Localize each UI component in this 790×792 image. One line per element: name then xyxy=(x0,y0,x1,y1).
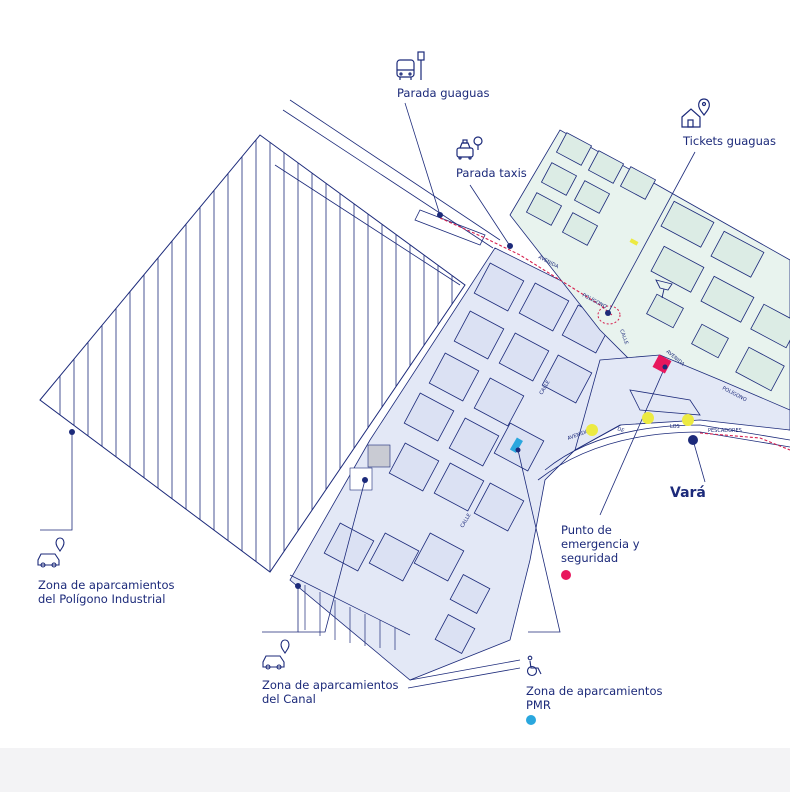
label-bus-tickets: Tickets guaguas xyxy=(683,134,776,148)
taxi-icon xyxy=(456,136,483,160)
upper-road xyxy=(282,99,501,249)
yellow-marker-2[interactable] xyxy=(642,412,654,424)
label-industrial-parking-line1: Zona de aparcamientos xyxy=(38,578,175,592)
street-calle-1: CALLE xyxy=(618,329,629,346)
tickets-area-highlight xyxy=(597,305,621,325)
street-de: DE xyxy=(616,426,625,434)
label-emergency: Punto de emergencia y seguridad xyxy=(561,523,640,565)
label-emergency-line3: seguridad xyxy=(561,551,619,565)
bus-stop-marker[interactable] xyxy=(437,212,443,218)
label-canal-parking-line2: del Canal xyxy=(262,692,316,706)
pmr-dot xyxy=(515,447,521,453)
wheelchair-icon xyxy=(526,655,542,677)
pmr-marker[interactable] xyxy=(509,437,523,454)
bottom-band xyxy=(0,748,790,792)
label-canal-parking-line1: Zona de aparcamientos xyxy=(262,678,399,692)
yellow-marker-1[interactable] xyxy=(586,424,598,436)
leader-lines xyxy=(40,102,706,633)
label-vara: Vará xyxy=(670,485,706,501)
emergency-legend-dot xyxy=(561,570,571,580)
label-emergency-line1: Punto de xyxy=(561,523,612,537)
bus-tickets-marker[interactable] xyxy=(605,310,611,316)
car-pin-icon xyxy=(37,537,65,568)
street-los: LOS xyxy=(670,424,680,430)
car-pin-icon-canal xyxy=(262,639,290,670)
home-pin-icon xyxy=(681,98,710,128)
label-emergency-line2: emergencia y xyxy=(561,537,640,551)
monument-icon xyxy=(655,279,673,299)
urban-area-left xyxy=(289,247,641,681)
yellow-marker-3[interactable] xyxy=(682,414,694,426)
emergency-dot xyxy=(662,364,668,370)
label-taxi-stop: Parada taxis xyxy=(456,166,527,180)
label-pmr-parking-line2: PMR xyxy=(526,698,551,712)
label-pmr-parking: Zona de aparcamientos PMR xyxy=(526,684,662,712)
urban-area-right xyxy=(509,129,790,431)
label-bus-stop: Parada guaguas xyxy=(397,86,490,100)
taxi-stop-marker[interactable] xyxy=(507,243,513,249)
label-industrial-parking: Zona de aparcamientos del Polígono Indus… xyxy=(38,578,174,606)
label-canal-parking: Zona de aparcamientos del Canal xyxy=(262,678,398,706)
pmr-legend-dot xyxy=(526,715,536,725)
canal-parking-marker-2[interactable] xyxy=(362,477,368,483)
label-industrial-parking-line2: del Polígono Industrial xyxy=(38,592,166,606)
bus-icon xyxy=(396,51,425,80)
street-pescadores: PESCADORES xyxy=(708,428,742,434)
route-lines xyxy=(439,217,790,451)
vara-marker[interactable] xyxy=(688,435,698,445)
markers xyxy=(69,212,698,589)
canal-parking-marker-1[interactable] xyxy=(295,583,301,589)
label-pmr-parking-line1: Zona de aparcamientos xyxy=(526,684,663,698)
industrial-parking-marker[interactable] xyxy=(69,429,75,435)
